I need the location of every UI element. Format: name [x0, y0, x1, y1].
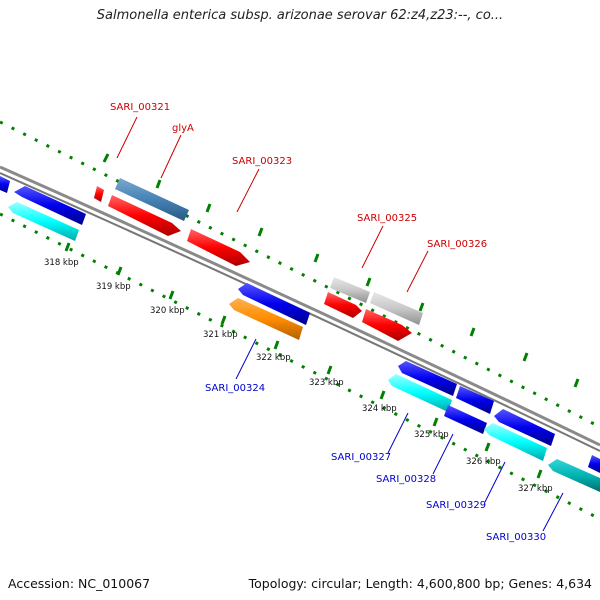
map-title: Salmonella enterica subsp. arizonae sero…: [96, 8, 504, 23]
tick-label: 324 kbp: [362, 404, 397, 414]
top-leader-lines: [116, 116, 429, 293]
gene-feature[interactable]: [456, 386, 494, 414]
topology-text: Topology: circular; Length: 4,600,800 bp…: [248, 576, 592, 591]
bottom-leader-lines: [235, 338, 564, 532]
kbp-tick-labels: 318 kbp 319 kbp 320 kbp 321 kbp 322 kbp …: [44, 258, 553, 494]
gene-feature[interactable]: [548, 459, 600, 492]
gene-label[interactable]: SARI_00324: [205, 383, 265, 394]
tick-label: 323 kbp: [309, 378, 344, 388]
gene-feature[interactable]: [588, 455, 600, 473]
accession-text: Accession: NC_010067: [8, 576, 151, 591]
tick-label: 325 kbp: [414, 430, 449, 440]
reverse-genes: [0, 176, 600, 492]
tick-label: 326 kbp: [466, 457, 501, 467]
tick-label: 320 kbp: [150, 306, 185, 316]
gene-feature[interactable]: [187, 229, 250, 266]
gene-label[interactable]: SARI_00329: [426, 500, 486, 511]
inner-ring-ticks: [64, 242, 543, 479]
gene-feature[interactable]: [444, 405, 487, 434]
bottom-gene-labels: SARI_00324 SARI_00327 SARI_00328 SARI_00…: [205, 383, 546, 543]
backbone-outer: [0, 165, 600, 447]
gene-feature[interactable]: [324, 292, 362, 318]
gene-feature[interactable]: [484, 423, 547, 461]
gene-label[interactable]: SARI_00330: [486, 532, 546, 543]
gene-label[interactable]: SARI_00326: [427, 239, 487, 250]
gene-feature[interactable]: [494, 409, 555, 446]
gene-label[interactable]: SARI_00323: [232, 156, 292, 167]
tick-label: 319 kbp: [96, 282, 131, 292]
gene-feature[interactable]: [398, 361, 457, 396]
tick-label: 322 kbp: [256, 353, 291, 363]
top-gene-labels: SARI_00321 glyA SARI_00323 SARI_00325 SA…: [110, 102, 487, 250]
gene-feature[interactable]: [8, 202, 79, 241]
tick-label: 318 kbp: [44, 258, 79, 268]
gene-label[interactable]: glyA: [172, 123, 194, 134]
gene-feature[interactable]: [229, 298, 303, 340]
outer-ring-ticks: [102, 153, 580, 388]
gene-feature[interactable]: [115, 178, 189, 221]
gene-label[interactable]: SARI_00328: [376, 474, 436, 485]
gene-feature[interactable]: [108, 195, 181, 236]
gene-feature[interactable]: [14, 186, 86, 225]
gene-feature[interactable]: [370, 292, 423, 325]
gene-label[interactable]: SARI_00327: [331, 452, 391, 463]
gene-feature[interactable]: [388, 374, 452, 412]
gene-feature[interactable]: [0, 176, 10, 193]
gene-feature[interactable]: [362, 309, 412, 341]
gene-feature[interactable]: [94, 186, 104, 202]
tick-label: 327 kbp: [518, 484, 553, 494]
outer-dotted-ring: [0, 120, 600, 429]
gene-feature[interactable]: [330, 277, 370, 303]
gene-label[interactable]: SARI_00325: [357, 213, 417, 224]
inner-dotted-ring: [0, 212, 600, 521]
gene-feature[interactable]: [238, 283, 310, 325]
forward-genes: [94, 178, 423, 341]
gene-label[interactable]: SARI_00321: [110, 102, 170, 113]
tick-label: 321 kbp: [203, 330, 238, 340]
